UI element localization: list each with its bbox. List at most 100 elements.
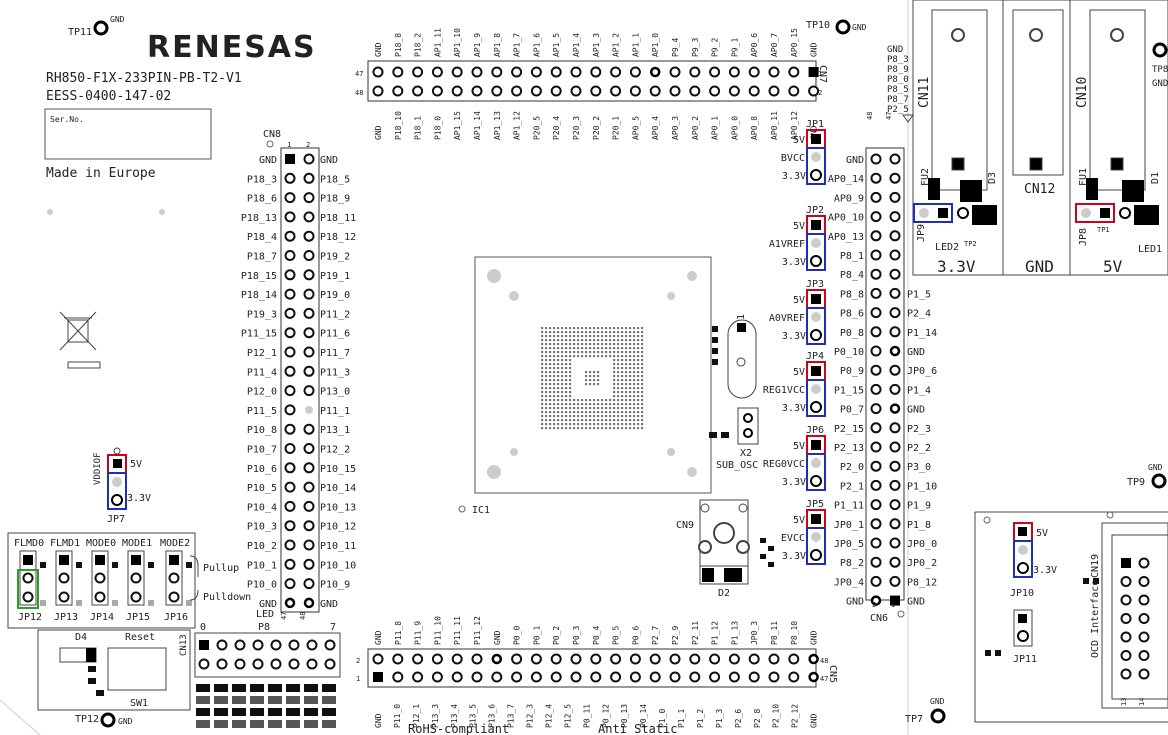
bga-ball: [581, 331, 584, 334]
cn5-name: CN5: [827, 665, 838, 683]
bga-ball: [601, 427, 604, 430]
svg-text:GND: GND: [1148, 463, 1163, 472]
bga-ball: [617, 427, 620, 430]
bga-ball: [637, 387, 640, 390]
cn5-pin: [431, 653, 443, 665]
bga-ball: [613, 399, 616, 402]
cn7-pin: [768, 66, 780, 78]
bga-ball: [613, 339, 616, 342]
bga-ball: [621, 375, 624, 378]
bga-ball: [621, 407, 624, 410]
cn9-button: CN9: [676, 499, 774, 567]
bga-ball: [549, 371, 552, 374]
bga-ball: [541, 411, 544, 414]
bga-ball: [557, 387, 560, 390]
led-smd: [286, 684, 300, 692]
cn7-bottom-label: AP0_4: [651, 116, 660, 140]
bga-ball: [549, 375, 552, 378]
bga-ball: [589, 419, 592, 422]
led-pin: [270, 658, 282, 670]
bga-ball: [545, 411, 548, 414]
bga-ball: [565, 327, 568, 330]
bga-ball: [545, 367, 548, 370]
bga-ball: [545, 343, 548, 346]
cn8-pin: [303, 597, 315, 609]
bga-ball: [581, 327, 584, 330]
cn6-left-label: P1_11: [834, 501, 864, 512]
bga-ball: [617, 383, 620, 386]
cn7-bottom-label: AP0_12: [790, 111, 799, 140]
cn5-pin: [471, 671, 483, 683]
svg-text:GND: GND: [1152, 79, 1168, 89]
bga-ball: [573, 411, 576, 414]
bga-ball: [633, 343, 636, 346]
cn7-pin: [689, 85, 701, 97]
bga-ball: [609, 351, 612, 354]
cn5-pin: [590, 671, 602, 683]
bga-ball: [597, 343, 600, 346]
svg-text:Pullup: Pullup: [203, 563, 239, 574]
cn8-left-label: P10_2: [247, 541, 277, 552]
mode-jumper-frame: [165, 550, 183, 606]
bga-ball: [585, 335, 588, 338]
cn6-right-label: GND: [907, 597, 925, 608]
cn5-pin: [689, 653, 701, 665]
cn6-pin: [870, 383, 882, 395]
bga-ball: [633, 415, 636, 418]
jp1-3v3-frame: [806, 147, 826, 185]
mode-resistor: [186, 600, 192, 606]
bga-ball: [621, 359, 624, 362]
cn5-top-label: P0_4: [592, 626, 601, 645]
bga-ball: [541, 391, 544, 394]
cn8-right-label: P18_9: [320, 194, 350, 205]
bga-ball: [569, 359, 572, 362]
rohs-label: RoHS-compliant: [408, 722, 509, 735]
testpoint-tp9: TP9 GND: [1127, 463, 1167, 489]
bga-ball: [565, 355, 568, 358]
jp2-pin1: [811, 220, 821, 230]
bga-ball: [617, 379, 620, 382]
cn8-right-label: P13_1: [320, 425, 350, 436]
bga-ball: [589, 331, 592, 334]
bga-ball: [621, 339, 624, 342]
bga-ball: [577, 411, 580, 414]
bga-ball: [545, 355, 548, 358]
cn8-pin: [284, 172, 296, 184]
led-header-cn13: LED P8 0 7 CN13: [179, 609, 341, 728]
bga-ball: [577, 351, 580, 354]
mode-resistor: [40, 600, 46, 606]
bga-ball: [561, 387, 564, 390]
bga-ball: [617, 331, 620, 334]
cn6-right-label: JP0_2: [907, 558, 937, 569]
svg-text:7: 7: [330, 622, 336, 633]
bga-ball: [617, 343, 620, 346]
bga-ball: [553, 387, 556, 390]
cn5-bottom-label: P0_12: [601, 704, 610, 728]
cn5-pin: [788, 671, 800, 683]
cn7-bottom-label: AP0_11: [770, 111, 779, 140]
cn7-pin: [748, 85, 760, 97]
cn5-bottom-label: P2_8: [753, 709, 762, 728]
bga-ball: [617, 347, 620, 350]
cn7-pin: [530, 66, 542, 78]
jp1-pin2: [811, 152, 821, 162]
cn6-pin: [889, 172, 901, 184]
cn8-pin: [303, 462, 315, 474]
led-pin: [306, 658, 318, 670]
bga-ball: [609, 331, 612, 334]
cn7-top-label: AP0_7: [770, 33, 779, 57]
jp1-pin3: [810, 169, 822, 181]
bga-ball: [609, 347, 612, 350]
bga-ball: [565, 331, 568, 334]
cn19-pin: [1138, 650, 1150, 661]
cn8-left-label: P18_15: [241, 271, 277, 282]
bga-ball: [565, 415, 568, 418]
jp2-5v-label: 5V: [793, 221, 805, 232]
bga-ball: [629, 419, 632, 422]
bga-ball: [617, 387, 620, 390]
cn5-pin: [768, 653, 780, 665]
cn19-pin: [1120, 576, 1132, 587]
bga-ball: [565, 363, 568, 366]
bga-ball: [629, 383, 632, 386]
cn6-right-label: P2_4: [907, 309, 931, 320]
